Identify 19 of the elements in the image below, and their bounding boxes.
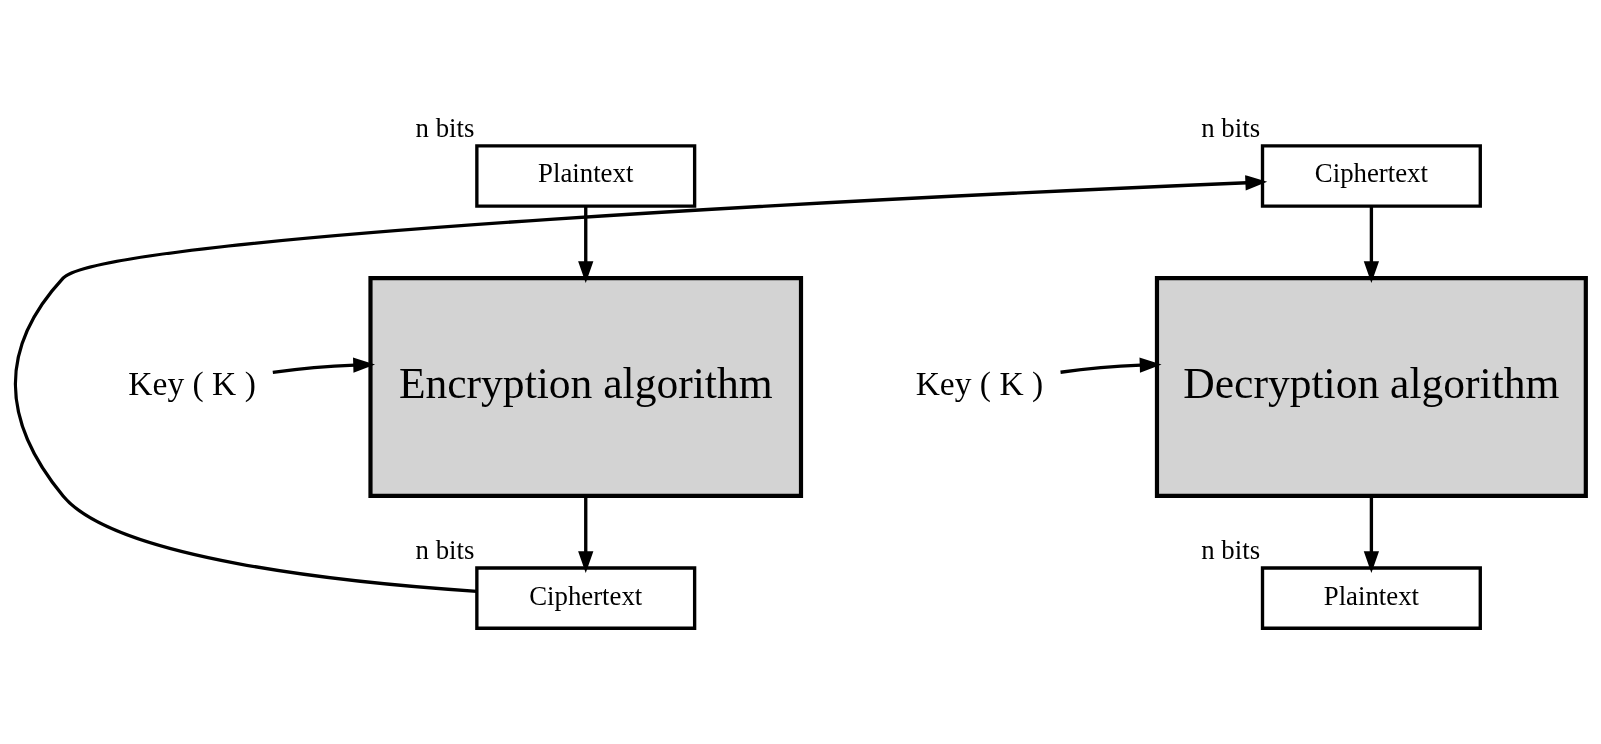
node-label: n bits [1201, 113, 1261, 144]
node-box: Plaintext [1260, 566, 1482, 630]
arrow [1060, 357, 1162, 374]
node-box: Ciphertext [1260, 144, 1482, 208]
node-label: n bits [415, 113, 475, 144]
arrow [272, 357, 376, 374]
arrow [1363, 496, 1380, 574]
node-box: Encryption algorithm [368, 276, 804, 499]
node-label: n bits [415, 535, 475, 566]
node-label: n bits [1201, 535, 1261, 566]
node-box: Plaintext [475, 144, 697, 208]
arrow [1363, 206, 1380, 284]
arrow [13, 175, 1268, 593]
node-box: Decryption algorithm [1154, 276, 1588, 499]
arrow [578, 206, 594, 284]
node-text: Key ( K ) [915, 365, 1044, 403]
node-text: Key ( K ) [128, 365, 256, 403]
arrow [578, 496, 594, 574]
node-box: Ciphertext [475, 566, 697, 630]
